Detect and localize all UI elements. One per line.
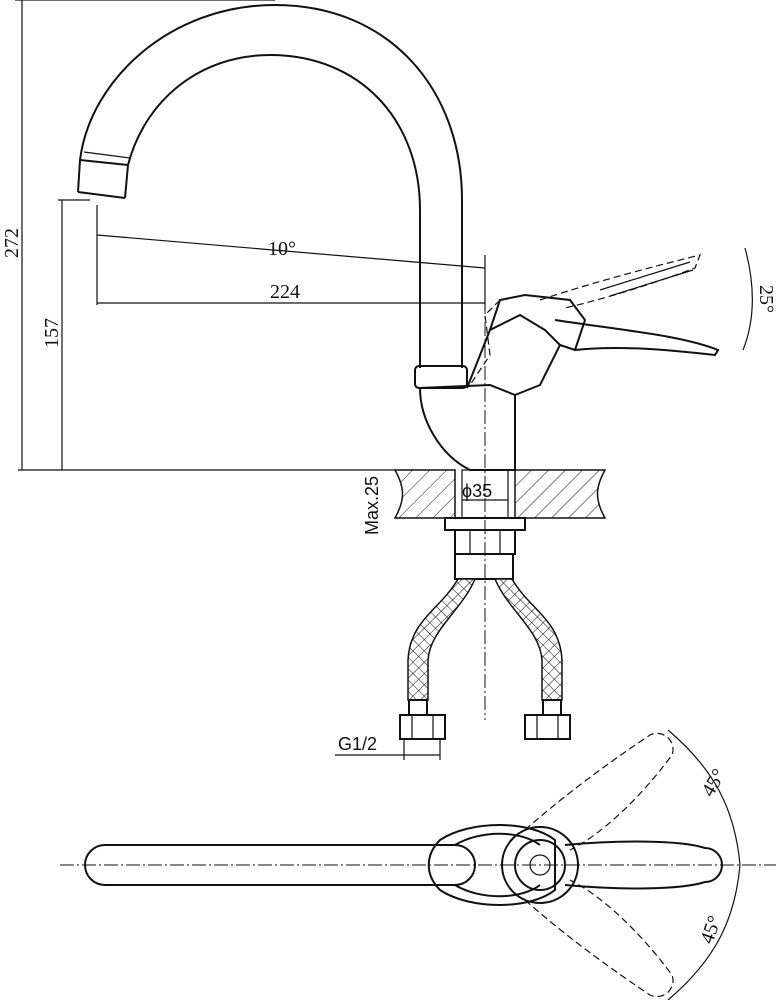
countertop-section: [393, 469, 607, 519]
top-view: [60, 729, 776, 1000]
diameter-35-label: ϕ35: [462, 481, 492, 501]
dimension-lines: [15, 0, 753, 720]
height-272-label: 272: [1, 228, 23, 258]
mounting-hardware: [444, 517, 526, 580]
rotation-45-upper-label: 45°: [697, 765, 730, 800]
thread-g12-label: G1/2: [338, 734, 377, 754]
faucet-body: [414, 254, 720, 471]
angle-25-label: 25°: [755, 285, 776, 313]
spout: [77, 3, 463, 368]
supply-hoses: [335, 578, 571, 760]
rotation-45-lower-label: 45°: [696, 913, 726, 947]
angle-10-label: 10°: [268, 238, 296, 260]
height-157-label: 157: [41, 318, 63, 348]
reach-224-label: 224: [270, 281, 300, 303]
max-25-label: Max.25: [362, 476, 382, 535]
